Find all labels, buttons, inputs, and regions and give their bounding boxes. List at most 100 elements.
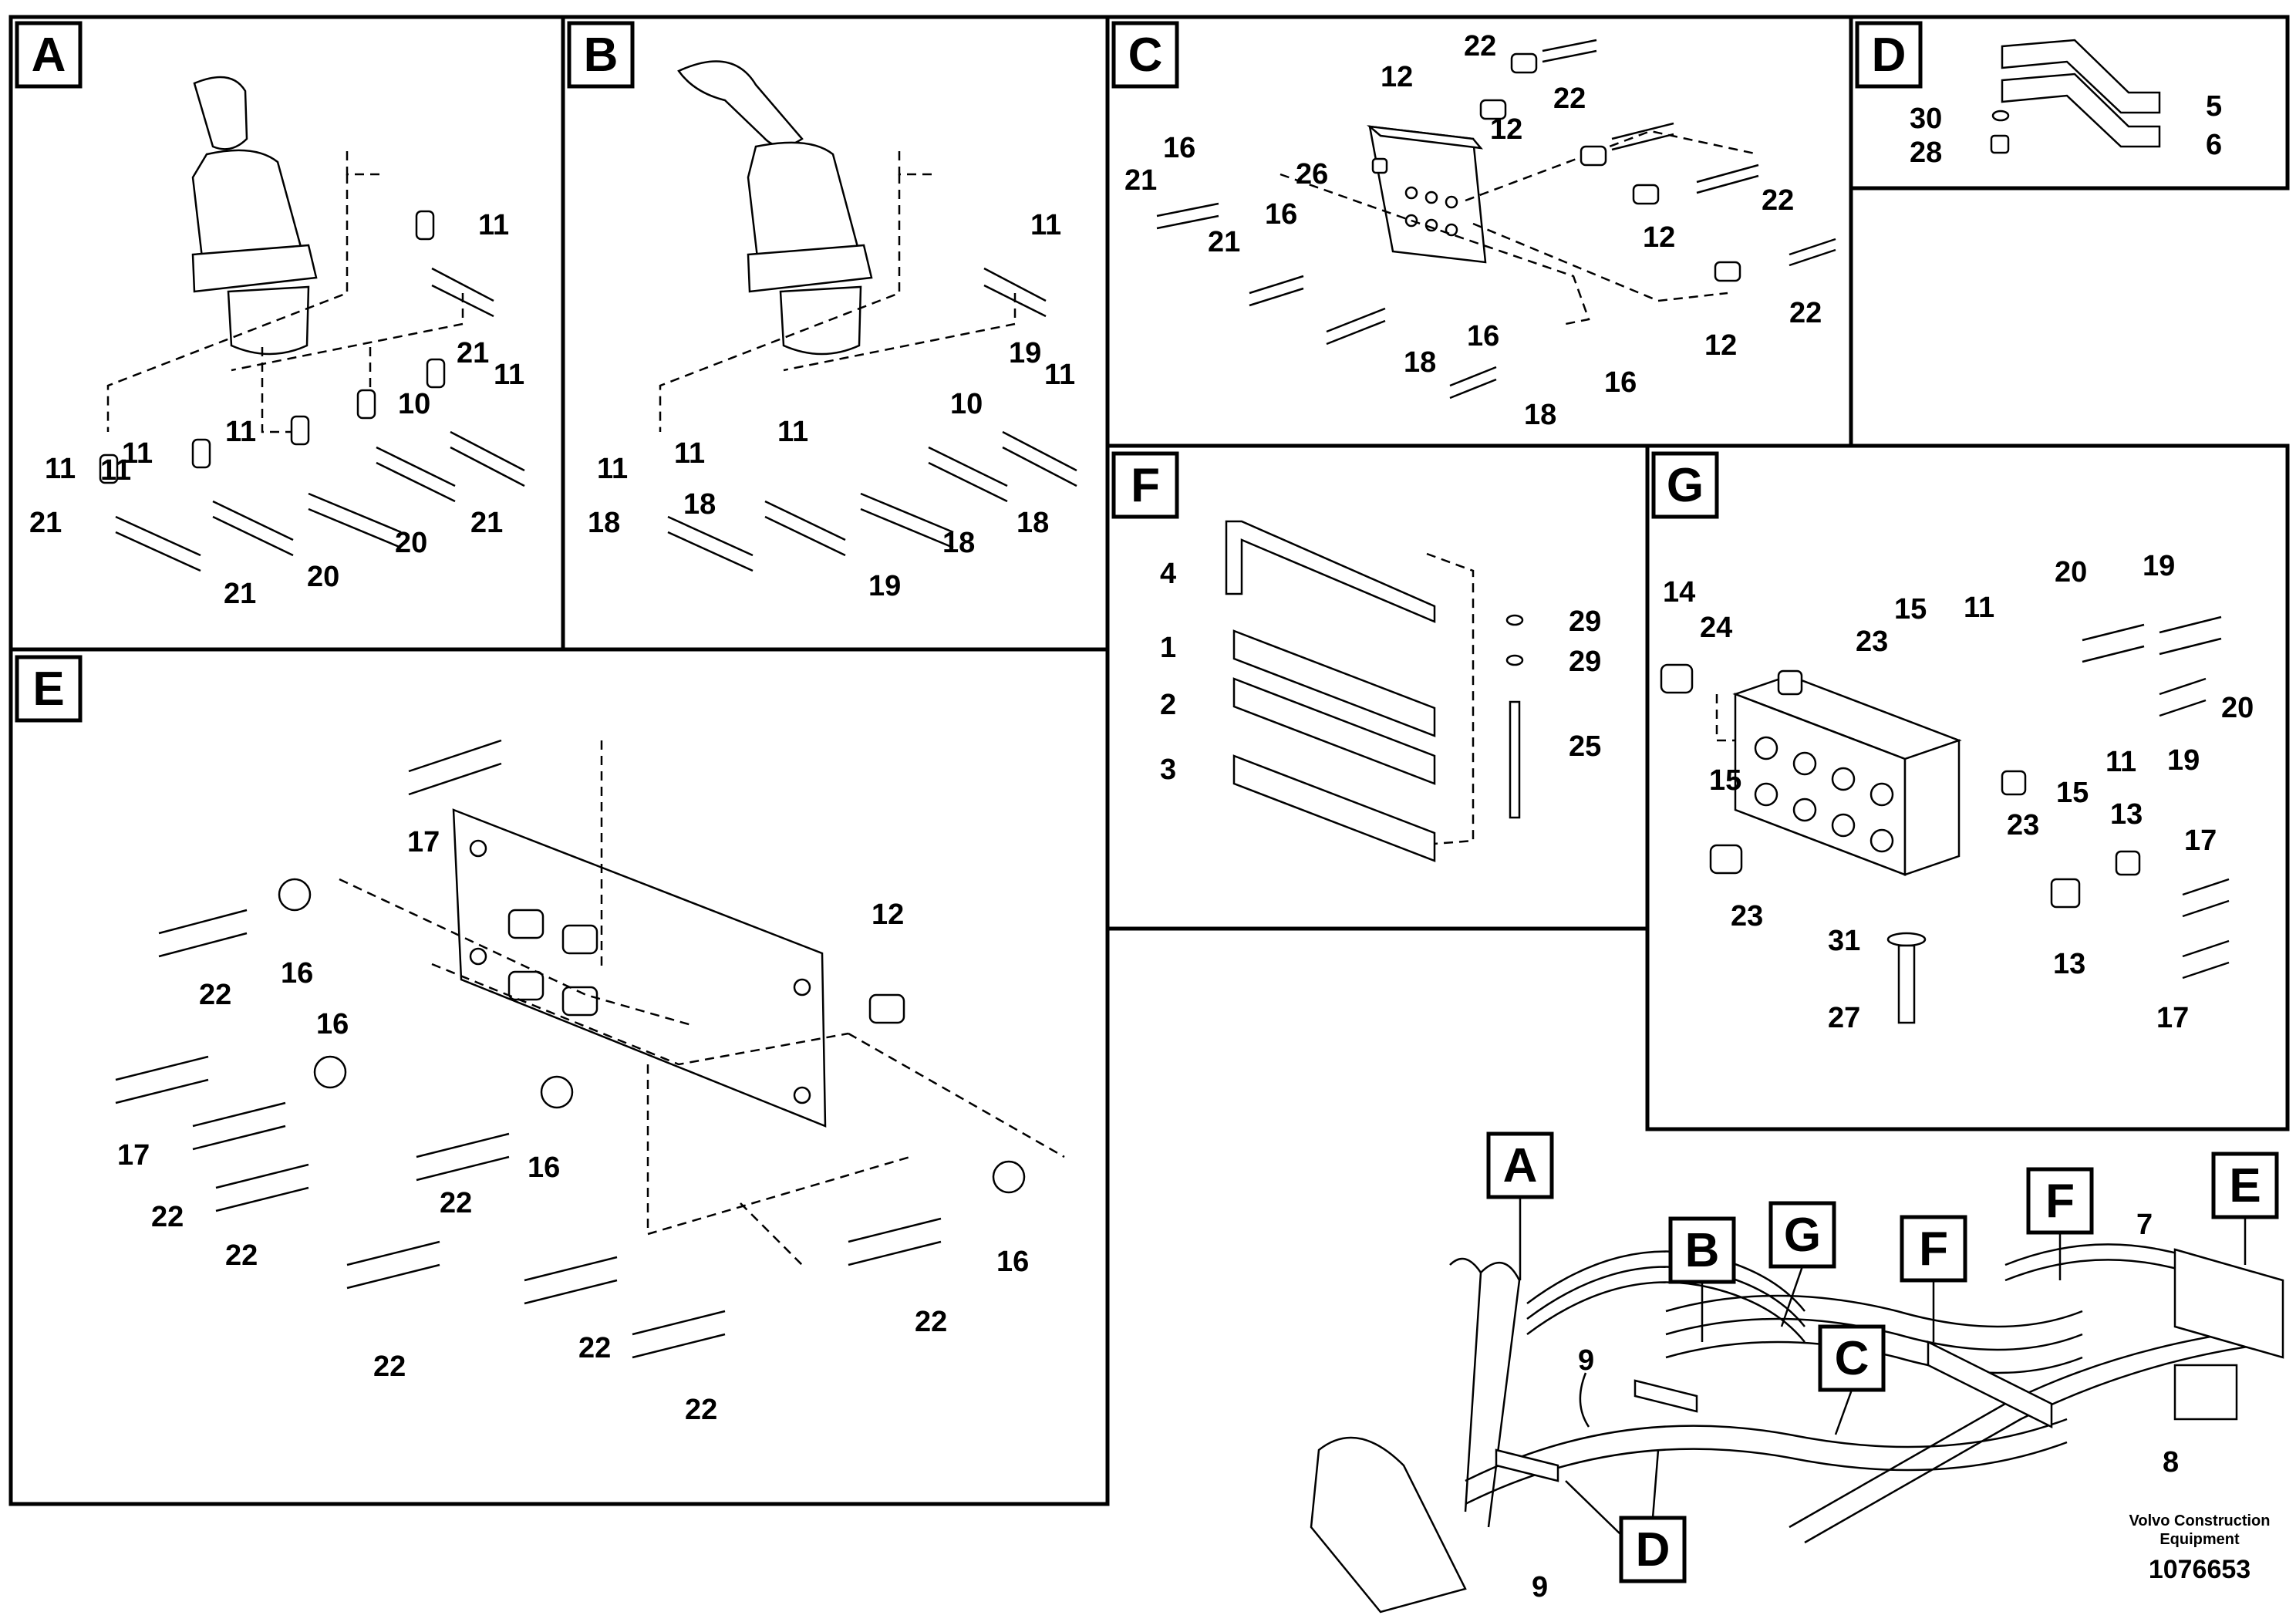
- hoses-c: [1156, 39, 1836, 400]
- callout: 16: [1604, 366, 1637, 399]
- callout: 12: [1381, 61, 1413, 93]
- callout: 22: [578, 1332, 611, 1364]
- callout: 22: [440, 1187, 472, 1219]
- callout: 22: [1553, 83, 1586, 115]
- callout: 12: [872, 899, 904, 931]
- hoses-a: [115, 267, 525, 572]
- callout: 11: [2106, 746, 2136, 778]
- callouts-g: 14 24 23 15 11 20 19 20 15 11 19 15 23 2…: [1663, 550, 2254, 1034]
- callout: 16: [316, 1008, 349, 1040]
- fittings-a: [99, 210, 446, 484]
- callout: 23: [2007, 809, 2039, 841]
- callout: 22: [1789, 297, 1822, 329]
- callout: 18: [942, 527, 975, 559]
- callout: 18: [1524, 399, 1556, 431]
- callout: 16: [1467, 320, 1499, 352]
- callout: 1: [1160, 632, 1176, 664]
- callout: 8: [2163, 1446, 2179, 1479]
- callout: 19: [868, 570, 901, 602]
- callout: 21: [470, 507, 503, 539]
- callout: 23: [1856, 626, 1888, 658]
- callout: 13: [2053, 948, 2085, 980]
- overview-assembly: A B G F F E C D 9: [1310, 1131, 2284, 1614]
- panel-e: E: [8, 647, 1110, 1506]
- panel-a: A 11 11 21: [8, 15, 565, 652]
- document-number: 1076653: [2149, 1555, 2250, 1584]
- callout: 30: [1910, 103, 1942, 135]
- callout: 12: [1490, 113, 1522, 146]
- callout: 22: [915, 1306, 947, 1338]
- callout: 15: [1709, 764, 1741, 797]
- callout: 18: [683, 488, 716, 521]
- callout: 18: [1017, 507, 1049, 539]
- callout: 5: [2206, 90, 2222, 123]
- callout: 14: [1663, 576, 1695, 609]
- callout: 18: [1404, 346, 1436, 379]
- overview-leaders: [1519, 1197, 2247, 1536]
- callout: 21: [1208, 226, 1240, 258]
- publisher-line1: Volvo Construction: [2129, 1512, 2271, 1529]
- panel-a-tag: A: [32, 29, 66, 82]
- callout: 22: [1762, 184, 1794, 217]
- callouts-c: 22 12 22 12 16 26 21 16 21 12 22 12 22 1…: [1124, 30, 1822, 431]
- callout: 29: [1569, 646, 1601, 678]
- callout: 11: [597, 453, 628, 485]
- callout: 11: [1030, 209, 1061, 241]
- callout: 3: [1160, 754, 1176, 786]
- panel-b-tag: B: [584, 29, 619, 82]
- callout: 11: [45, 453, 76, 485]
- panel-b: B 11 11 19 11 11 10 11 18 18 1: [561, 15, 1110, 652]
- callout: 20: [2221, 692, 2254, 724]
- callout: 21: [224, 578, 256, 610]
- overview-tag-f1: F: [1919, 1222, 1948, 1276]
- callout: 11: [478, 209, 509, 241]
- panel-c-tag: C: [1128, 29, 1163, 82]
- callout: 11: [777, 416, 808, 448]
- clamp-parts-f: [1225, 520, 1436, 862]
- callout: 22: [685, 1394, 717, 1426]
- callout: 21: [457, 337, 489, 369]
- overview-tags: A B G F F E C D: [1486, 1131, 2279, 1583]
- callout: 10: [950, 388, 983, 420]
- valve-block-g: [1732, 674, 1962, 876]
- callout: 21: [29, 507, 62, 539]
- overview-linework: [1310, 1243, 2284, 1614]
- callout: 26: [1296, 158, 1328, 191]
- callout: 19: [1009, 337, 1041, 369]
- bracket-c: [1367, 125, 1487, 264]
- hoses-b: [667, 267, 1077, 572]
- callout: 21: [1124, 164, 1157, 197]
- callout: 22: [199, 979, 231, 1011]
- callout: 12: [1704, 329, 1737, 362]
- callout: 17: [407, 826, 440, 858]
- callout: 13: [2110, 798, 2143, 831]
- callout: 19: [2167, 744, 2200, 777]
- callout: 20: [307, 561, 339, 593]
- callout: 22: [373, 1351, 406, 1383]
- callout: 19: [2143, 550, 2175, 582]
- overview-tag-d: D: [1636, 1523, 1671, 1576]
- callout: 2: [1160, 689, 1176, 721]
- callout: 24: [1700, 612, 1732, 644]
- joystick-left: [191, 76, 318, 356]
- callout: 16: [281, 957, 313, 990]
- callout: 20: [395, 527, 427, 559]
- callout: 17: [117, 1139, 150, 1172]
- callout: 4: [1160, 558, 1176, 590]
- panel-g: G 14 24: [1645, 443, 2290, 1131]
- callout: 16: [996, 1246, 1029, 1278]
- overview-tag-a: A: [1503, 1139, 1538, 1192]
- callout: 22: [225, 1239, 258, 1272]
- callout: 10: [398, 388, 430, 420]
- callout: 23: [1731, 900, 1763, 932]
- callout: 18: [588, 507, 620, 539]
- callout: 17: [2184, 824, 2217, 857]
- callout: 11: [494, 359, 524, 391]
- callout: 25: [1569, 730, 1601, 763]
- callouts-f: 4 1 2 3 29 29 25: [1160, 558, 1601, 786]
- callout: 27: [1828, 1002, 1860, 1034]
- callout: 6: [2206, 129, 2222, 161]
- panel-e-tag: E: [32, 663, 64, 716]
- panel-d-tag: D: [1872, 29, 1907, 82]
